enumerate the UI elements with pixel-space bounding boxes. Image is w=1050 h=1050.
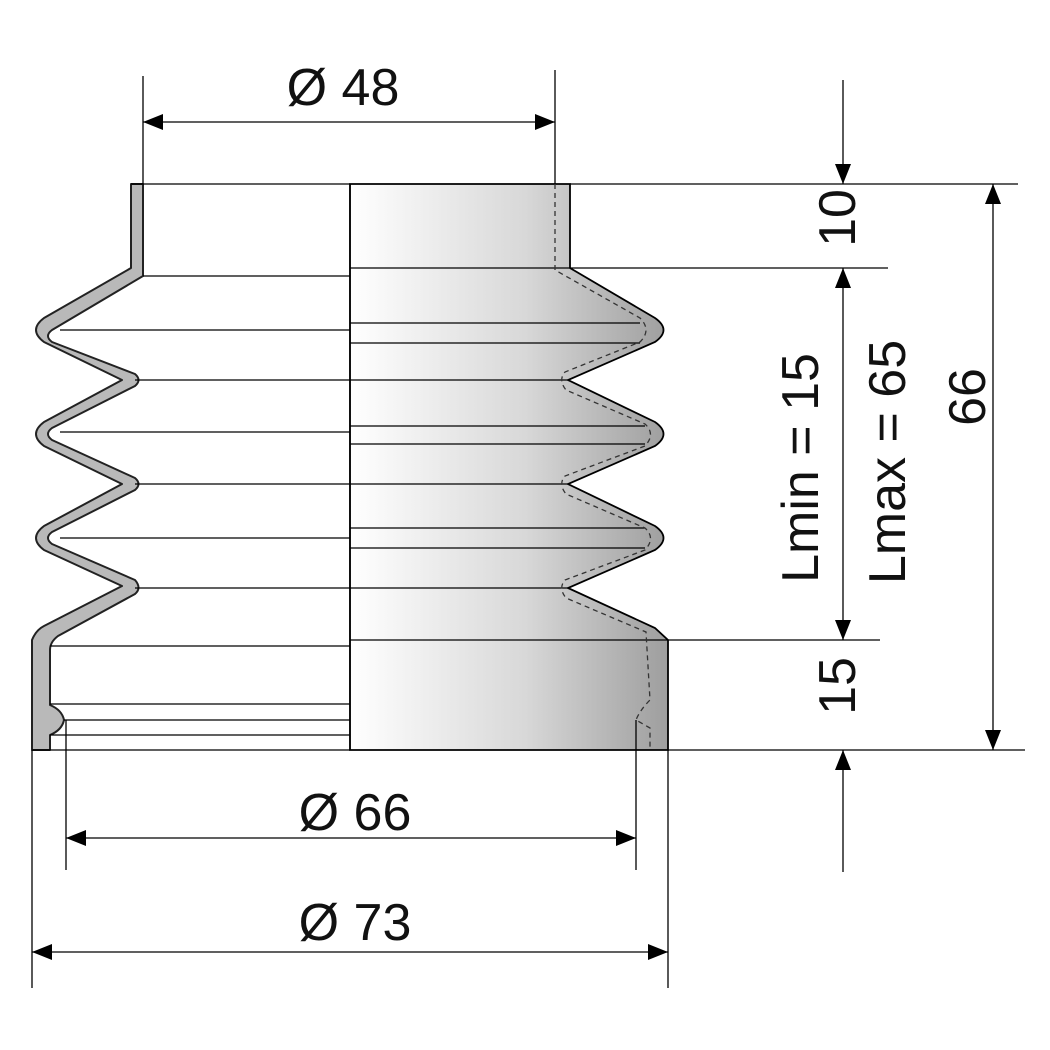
label-total-height: 66 (939, 368, 997, 426)
label-top-diameter: Ø 48 (287, 59, 400, 117)
bellows-exterior (349, 183, 669, 751)
label-lmin: Lmin = 15 (772, 353, 830, 583)
label-bottom-inner-diameter: Ø 66 (299, 784, 412, 842)
dimension-lines (32, 80, 1001, 960)
label-lmax: Lmax = 65 (859, 340, 917, 584)
label-bottom-outer-diameter: Ø 73 (299, 894, 412, 952)
dimension-labels: Ø 48 Ø 66 Ø 73 10 15 66 Lmin = 15 Lmax =… (287, 59, 997, 952)
bellows-section (31, 183, 351, 751)
label-bottom-collar-height: 15 (809, 657, 867, 715)
label-top-collar-height: 10 (809, 189, 867, 247)
